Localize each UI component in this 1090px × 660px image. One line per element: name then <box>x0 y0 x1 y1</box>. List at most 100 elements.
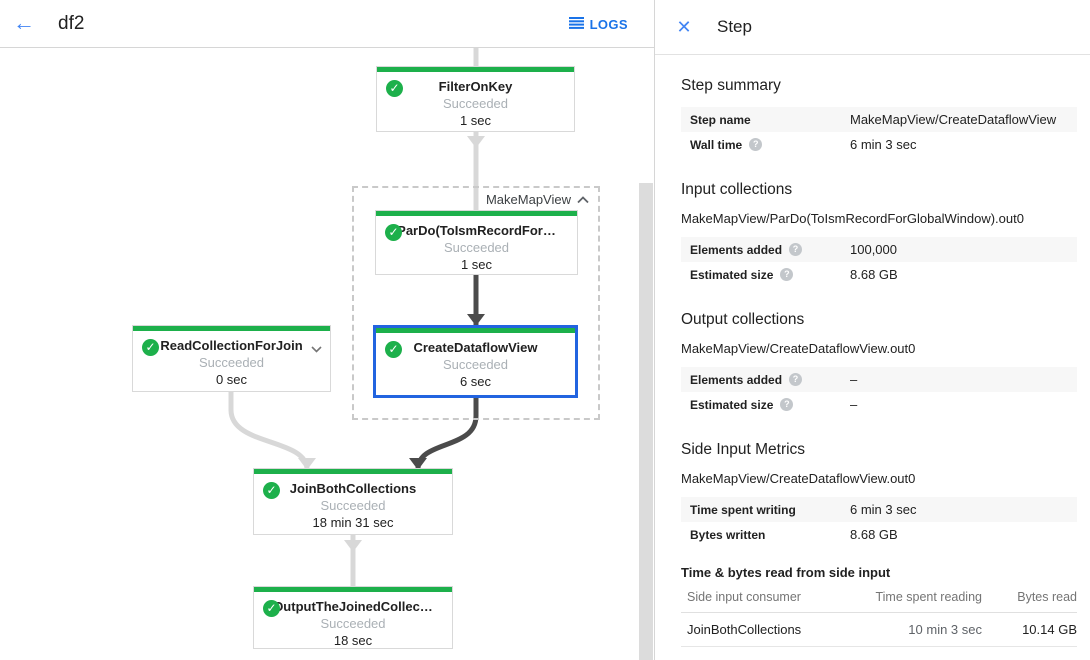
row-elements-added: Elements added 100,000 <box>681 237 1077 262</box>
node-status-bar <box>376 211 577 216</box>
collection-name: MakeMapView/CreateDataflowView.out0 <box>681 341 916 356</box>
node-title: JoinBothCollections <box>289 481 417 496</box>
row-value: 6 min 3 sec <box>850 502 917 517</box>
row-value: 8.68 GB <box>850 527 898 542</box>
row-bytes-written: Bytes written 8.68 GB <box>681 522 1077 547</box>
cell-consumer: JoinBothCollections <box>681 612 852 647</box>
node-outputthejoinedcollection[interactable]: ✓ OutputTheJoinedCollec… Succeeded 18 se… <box>253 586 453 649</box>
row-label: Elements added <box>690 372 783 387</box>
node-pardo-toismrecord[interactable]: ✓ ParDo(ToIsmRecordFor… Succeeded 1 sec <box>375 210 578 275</box>
node-title: FilterOnKey <box>438 79 513 94</box>
table-header-row: Side input consumer Time spent reading B… <box>681 582 1077 613</box>
success-check-icon: ✓ <box>386 80 403 97</box>
node-time: 6 sec <box>459 374 492 389</box>
node-readcollectionforjoin[interactable]: ✓ ReadCollectionForJoin Succeeded 0 sec <box>132 325 331 392</box>
node-status: Succeeded <box>442 357 509 372</box>
row-label: Elements added <box>690 242 783 257</box>
node-status: Succeeded <box>442 96 509 111</box>
node-status: Succeeded <box>443 240 510 255</box>
help-icon[interactable] <box>789 373 803 386</box>
back-icon[interactable]: ← <box>13 9 35 35</box>
row-value: MakeMapView/CreateDataflowView <box>850 112 1057 127</box>
row-value: – <box>850 397 858 412</box>
node-status: Succeeded <box>198 355 265 370</box>
node-status-bar <box>254 469 452 474</box>
success-check-icon: ✓ <box>385 341 402 358</box>
section-step-summary: Step summary Step name MakeMapView/Creat… <box>681 77 1077 157</box>
section-heading: Side Input Metrics <box>681 441 806 458</box>
chevron-up-icon <box>577 195 589 203</box>
section-side-input-reads: Time & bytes read from side input Side i… <box>681 565 1077 647</box>
node-joinbothcollections[interactable]: ✓ JoinBothCollections Succeeded 18 min 3… <box>253 468 453 535</box>
node-status-bar <box>377 67 574 72</box>
collection-name: MakeMapView/CreateDataflowView.out0 <box>681 471 916 486</box>
row-estimated-size: Estimated size 8.68 GB <box>681 262 1077 287</box>
node-time: 1 sec <box>459 113 492 128</box>
table-row: JoinBothCollections 10 min 3 sec 10.14 G… <box>681 612 1077 647</box>
close-icon[interactable]: ✕ <box>676 17 692 37</box>
success-check-icon: ✓ <box>385 224 402 241</box>
section-side-input-metrics: Side Input Metrics MakeMapView/CreateDat… <box>681 441 1077 547</box>
row-elements-added: Elements added – <box>681 367 1077 392</box>
logs-label: LOGS <box>589 16 628 32</box>
row-label: Bytes written <box>690 527 766 542</box>
section-heading: Output collections <box>681 311 805 328</box>
node-status-bar <box>376 328 575 333</box>
node-time: 0 sec <box>215 372 248 387</box>
row-value: 100,000 <box>850 242 897 257</box>
top-bar: ← df2 LOGS <box>0 0 655 48</box>
row-value: 6 min 3 sec <box>850 137 917 152</box>
panel-body: Step summary Step name MakeMapView/Creat… <box>655 55 1090 647</box>
panel-header: ✕ Step <box>655 0 1090 55</box>
node-status-bar <box>254 587 452 592</box>
col-time-spent-reading: Time spent reading <box>852 582 982 613</box>
node-time: 18 sec <box>333 633 373 648</box>
row-estimated-size: Estimated size – <box>681 392 1077 417</box>
pipeline-canvas: MakeMapView ✓ FilterOnKey Succeeded 1 se… <box>0 48 654 660</box>
group-label: MakeMapView <box>485 192 571 207</box>
cell-bytes: 10.14 GB <box>982 612 1077 647</box>
success-check-icon: ✓ <box>263 482 280 499</box>
node-title: CreateDataflowView <box>413 340 538 355</box>
step-details-panel: ✕ Step Step summary Step name MakeMapVie… <box>654 0 1090 660</box>
collection-name: MakeMapView/ParDo(ToIsmRecordForGlobalWi… <box>681 211 1024 226</box>
node-filteronkey[interactable]: ✓ FilterOnKey Succeeded 1 sec <box>376 66 575 132</box>
node-createdataflowview[interactable]: ✓ CreateDataflowView Succeeded 6 sec <box>373 325 578 398</box>
help-icon[interactable] <box>789 243 803 256</box>
node-title: OutputTheJoinedCollec… <box>273 599 433 614</box>
group-makemapview: MakeMapView <box>352 186 600 420</box>
group-makemapview-toggle[interactable]: MakeMapView <box>486 192 589 207</box>
row-wall-time: Wall time 6 min 3 sec <box>681 132 1077 157</box>
node-time: 1 sec <box>460 257 493 272</box>
node-title: ReadCollectionForJoin <box>160 338 303 353</box>
help-icon[interactable] <box>749 138 763 151</box>
row-label: Estimated size <box>690 267 774 282</box>
graph-vertical-scrollbar[interactable] <box>639 183 653 660</box>
logs-button[interactable]: LOGS <box>568 0 628 48</box>
node-status: Succeeded <box>320 616 386 631</box>
help-icon[interactable] <box>780 268 794 281</box>
section-input-collections: Input collections MakeMapView/ParDo(ToIs… <box>681 181 1077 287</box>
help-icon[interactable] <box>780 398 794 411</box>
row-label: Wall time <box>690 137 743 152</box>
row-label: Time spent writing <box>690 502 796 517</box>
success-check-icon: ✓ <box>263 600 280 617</box>
row-value: – <box>850 372 858 387</box>
section-heading: Step summary <box>681 77 781 94</box>
section-heading: Input collections <box>681 181 793 198</box>
row-value: 8.68 GB <box>850 267 898 282</box>
job-graph-area: ← df2 LOGS <box>0 0 655 660</box>
success-check-icon: ✓ <box>142 339 159 356</box>
cell-time: 10 min 3 sec <box>852 612 982 647</box>
row-step-name: Step name MakeMapView/CreateDataflowView <box>681 107 1077 132</box>
section-output-collections: Output collections MakeMapView/CreateDat… <box>681 311 1077 417</box>
panel-title: Step <box>717 17 752 36</box>
row-label: Step name <box>690 112 751 127</box>
chevron-down-icon[interactable] <box>311 341 322 356</box>
node-status-bar <box>133 326 330 331</box>
col-bytes-read: Bytes read <box>982 582 1077 613</box>
node-status: Succeeded <box>320 498 386 513</box>
table-heading: Time & bytes read from side input <box>681 565 891 580</box>
list-icon <box>568 16 584 32</box>
col-side-input-consumer: Side input consumer <box>681 582 852 613</box>
